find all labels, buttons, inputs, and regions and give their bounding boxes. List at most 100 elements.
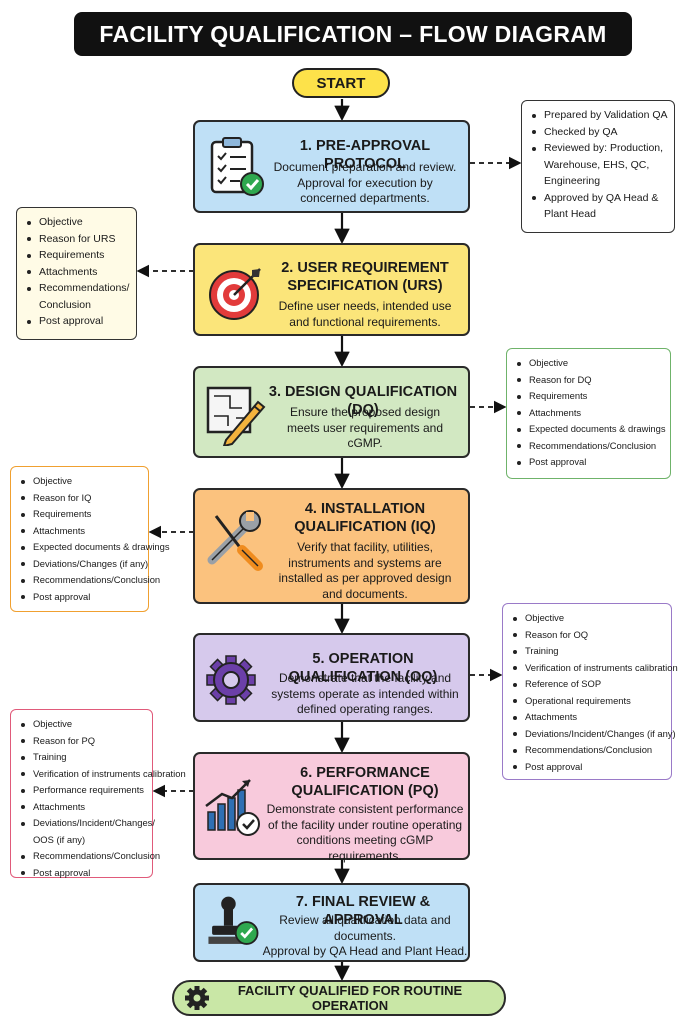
step-description: Demonstrate that the facility and system… (261, 671, 469, 718)
desc-line: Approval for execution by (297, 175, 433, 190)
desc-line: defined operating ranges. (296, 702, 434, 716)
step-title: 7. FINAL REVIEW & APPROVAL (257, 893, 469, 929)
side-note-item: Engineering (544, 175, 601, 187)
clipboard-check-icon (204, 134, 270, 200)
desc-line: cGMP. (347, 436, 383, 450)
blueprint-pencil-icon (202, 380, 268, 448)
step-title-line: 3. DESIGN QUALIFICATION (DQ) (268, 384, 458, 418)
side-note-item: Objective (21, 716, 146, 733)
side-note-item: Recommendations/Conclusion (21, 572, 160, 589)
side-note-item: Reason for OQ (513, 627, 665, 644)
side-note-item: Plant Head (544, 208, 596, 220)
desc-line: requirements. (328, 848, 402, 863)
step-title-line: 4. INSTALLATION (304, 501, 426, 517)
desc-line: Define user needs, intended use (278, 299, 452, 313)
side-note-item: Post approval (513, 759, 665, 776)
side-note-item: Requirements (517, 388, 664, 405)
side-note-item: Objective (21, 473, 142, 490)
step-design-qualification: 3. DESIGN QUALIFICATION (DQ) Ensure the … (193, 366, 470, 458)
side-note-item: Reason for DQ (517, 372, 664, 389)
side-note-item: Objective (517, 355, 664, 372)
desc-line: systems operate as intended within (271, 686, 459, 701)
desc-line: meets user requirements and (286, 420, 444, 435)
side-note-item: Expected documents & drawings (21, 539, 170, 556)
side-note-item: OOS (if any) (33, 833, 86, 845)
side-note-item: Recommendations/Conclusion (517, 438, 664, 455)
side-note-item: Post approval (21, 589, 142, 606)
desc-line: Document preparation and review. (273, 160, 457, 174)
step-installation-qualification: 4. INSTALLATION QUALIFICATION (IQ) Verif… (193, 488, 470, 604)
desc-line: Demonstrate that the facility and (278, 671, 452, 685)
side-note-item: Reason for URS (27, 231, 130, 248)
step-title: 5. OPERATION QUALIFICATION (OQ) (257, 650, 469, 686)
start-node: START (292, 68, 390, 98)
side-note-item: Reference of SOP (513, 676, 665, 693)
step-title-line: 2. USER REQUIREMENT (281, 260, 449, 276)
side-note-item: Reason for PQ (21, 733, 146, 750)
end-node: FACILITY QUALIFIED FOR ROUTINE OPERATION (172, 980, 506, 1016)
step-title-line: 5. OPERATION QUALIFICATION (OQ) (288, 651, 438, 685)
desc-line: of the facility under routine operating (267, 817, 463, 832)
desc-line: and documents. (322, 586, 408, 601)
step-description: Verify that facility, utilities, instrum… (265, 540, 465, 602)
step-description: Review all qualification data and docume… (261, 913, 469, 960)
side-note-item: Attachments (513, 709, 665, 726)
step-description: Define user needs, intended use and func… (265, 299, 465, 330)
side-note-item: Conclusion (39, 298, 91, 311)
side-note-item: Post approval (517, 454, 664, 471)
side-note-item: Objective (27, 214, 130, 231)
step-title-line: 1. PRE-APPROVAL PROTOCOL (299, 138, 431, 172)
step-title-line: 6. PERFORMANCE (300, 765, 430, 781)
target-icon (204, 259, 270, 325)
side-note-item: Requirements (21, 506, 142, 523)
step-performance-qualification: 6. PERFORMANCE QUALIFICATION (PQ) Demons… (193, 752, 470, 863)
step-title-line: SPECIFICATION (URS) (287, 278, 443, 294)
side-note-item: Attachments (27, 264, 130, 281)
step-description: Demonstrate consistent performance of th… (261, 802, 469, 864)
step-final-review-approval: 7. FINAL REVIEW & APPROVAL Review all qu… (193, 883, 470, 962)
desc-line: Review all qualification data and (279, 913, 451, 927)
side-note-item: Post approval (27, 313, 130, 330)
side-note-item: Deviations/Incident/Changes (if any) (513, 726, 676, 743)
desc-line: Demonstrate consistent performance (266, 802, 464, 816)
stamp-check-icon (203, 893, 263, 953)
side-note-item: Attachments (21, 799, 146, 816)
gear-icon (201, 647, 267, 713)
side-note-item: Attachments (517, 405, 664, 422)
side-note-item: Post approval (21, 865, 146, 882)
side-note-item: Deviations/Incident/Changes/ (21, 815, 155, 832)
side-note-item: Checked by QA (532, 124, 668, 141)
desc-line: conditions meeting cGMP (296, 833, 434, 847)
side-note-item: Reason for IQ (21, 490, 142, 507)
side-note-item: Reviewed by: Production, (532, 140, 668, 157)
step-title-line: QUALIFICATION (PQ) (291, 783, 439, 799)
step-title-line: 7. FINAL REVIEW & APPROVAL (295, 894, 431, 928)
step-pre-approval-protocol: 1. PRE-APPROVAL PROTOCOL Document prepar… (193, 120, 470, 213)
step-title: 3. DESIGN QUALIFICATION (DQ) (257, 383, 469, 419)
side-note-item: Performance requirements (21, 782, 146, 799)
side-note-item: Operational requirements (513, 693, 665, 710)
step-title: 4. INSTALLATION QUALIFICATION (IQ) (265, 500, 465, 536)
desc-line: Ensure the proposed design (289, 405, 441, 419)
step-title: 2. USER REQUIREMENT SPECIFICATION (URS) (265, 259, 465, 295)
desc-line: instruments and systems are (288, 555, 442, 570)
wrench-screwdriver-icon (202, 506, 268, 572)
side-note-item: Verification of instruments calibration (21, 766, 186, 783)
side-note-item: Recommendations/Conclusion (513, 742, 665, 759)
side-note-item: Recommendations/Conclusion (21, 848, 160, 865)
step-description: Document preparation and review. Approva… (265, 160, 465, 207)
step-operation-qualification: 5. OPERATION QUALIFICATION (OQ) Demonstr… (193, 633, 470, 722)
side-note-item: Training (513, 643, 665, 660)
step-user-requirement-specification: 2. USER REQUIREMENT SPECIFICATION (URS) … (193, 243, 470, 336)
gear-icon (185, 986, 209, 1010)
side-note-item: Verification of instruments calibration (513, 660, 678, 677)
